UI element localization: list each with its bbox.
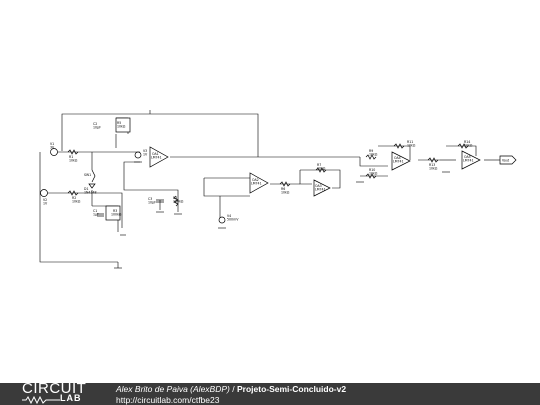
components	[40, 117, 517, 224]
v3-ref: V3	[143, 149, 147, 153]
r4-resistor[interactable]	[173, 195, 179, 207]
r4-ref: R4	[173, 196, 177, 200]
logo-word: CIRCUIT	[22, 380, 87, 397]
sw1-ref: SW1	[84, 173, 91, 177]
v4-ref: V4	[227, 214, 231, 218]
r10-value: 10kΩ	[369, 172, 378, 176]
op3-ref: OA3	[315, 184, 322, 188]
r4-value: 100kΩ	[173, 200, 184, 204]
r13-resistor[interactable]	[427, 157, 439, 163]
r6-value: 10kΩ	[281, 191, 290, 195]
logo-wave-icon	[22, 396, 60, 404]
schematic-canvas[interactable]: V1 3V V2 1V R1 10kΩ R2 10kΩ SW1 D1 1N414…	[0, 0, 540, 383]
c3-value: 10pF	[148, 201, 156, 205]
output-terminal[interactable]	[499, 155, 517, 165]
op3-opamp[interactable]	[313, 179, 331, 197]
r3-resistor[interactable]	[105, 205, 121, 221]
r10-ref: R10	[369, 168, 375, 172]
op4-value: LM741	[393, 160, 404, 164]
v2-value: 1V	[43, 202, 48, 206]
op5-opamp[interactable]	[461, 150, 481, 170]
op1-ref: OA1	[152, 152, 159, 156]
d1-diode[interactable]	[88, 183, 96, 189]
r9-resistor[interactable]	[365, 154, 377, 160]
logo-sub: LAB	[60, 393, 82, 403]
r13-value: 10kΩ	[429, 167, 438, 171]
op1-opamp[interactable]	[149, 146, 169, 168]
r11-resistor[interactable]	[393, 143, 405, 149]
sw1-switch[interactable]	[91, 169, 96, 183]
r2-ref: R2	[72, 196, 76, 200]
op4-opamp[interactable]	[391, 151, 411, 171]
r3-ref: R3	[113, 209, 117, 213]
v1-value: 3V	[50, 146, 55, 150]
r10-resistor[interactable]	[365, 173, 377, 179]
wires	[39, 110, 500, 268]
v3-value: 1V	[143, 153, 148, 157]
v2-ref: V2	[43, 198, 47, 202]
r7-value: 10kΩ	[317, 167, 326, 171]
r7-ref: R7	[317, 163, 321, 167]
op2-opamp[interactable]	[249, 172, 269, 194]
c3-ref: C3	[148, 197, 152, 201]
r14-value: 10kΩ	[464, 144, 473, 148]
d1-ref: D1	[84, 187, 88, 191]
r6-ref: R6	[281, 187, 285, 191]
c2-ref: C2	[93, 122, 97, 126]
v1-ref: V1	[50, 142, 54, 146]
op2-value: LM741	[251, 182, 262, 186]
op3-value: LM741	[315, 188, 326, 192]
component-labels: V1 3V V2 1V R1 10kΩ R2 10kΩ SW1 D1 1N414…	[43, 121, 510, 222]
r9-value: 10kΩ	[369, 153, 378, 157]
footer-bar: CIRCUIT LAB Alex Brito de Paiva (AlexBDP…	[0, 381, 540, 405]
d1-value: 1N4148	[84, 191, 97, 195]
op4-ref: OA4	[394, 156, 401, 160]
r5-value: 10kΩ	[117, 125, 126, 129]
r1-resistor[interactable]	[67, 149, 79, 155]
v4-value: 500mV	[227, 218, 239, 222]
r1-value: 10kΩ	[69, 159, 78, 163]
r1-ref: R1	[69, 155, 73, 159]
r9-ref: R9	[369, 149, 373, 153]
c2-capacitor[interactable]	[115, 117, 131, 133]
c2-value: 10pF	[93, 126, 101, 130]
project-url[interactable]: http://circuitlab.com/ctfbe23	[116, 395, 220, 405]
r13-ref: R13	[429, 163, 435, 167]
r11-value: 10kΩ	[407, 144, 416, 148]
r11-ref: R11	[407, 140, 413, 144]
separator: /	[232, 384, 235, 394]
r2-value: 10kΩ	[72, 200, 81, 204]
r7-resistor[interactable]	[315, 167, 327, 173]
c1-ref: C1	[93, 209, 97, 213]
v3-source[interactable]	[134, 151, 142, 159]
r14-ref: R14	[464, 140, 470, 144]
r14-resistor[interactable]	[457, 143, 469, 149]
project-name[interactable]: Projeto-Semi-Concluido-v2	[236, 384, 347, 394]
op1-value: LM741	[151, 156, 162, 160]
v4-source[interactable]	[218, 216, 226, 224]
v1-source[interactable]	[50, 148, 58, 156]
v2-source[interactable]	[40, 189, 48, 197]
circuitlab-logo[interactable]: CIRCUIT LAB	[22, 381, 94, 405]
author-name[interactable]: Alex Brito de Paiva (AlexBDP)	[116, 384, 230, 394]
credit-line: Alex Brito de Paiva (AlexBDP) / Projeto-…	[116, 384, 346, 394]
op2-ref: OA2	[252, 178, 259, 182]
op5-ref: OA5	[464, 155, 471, 159]
op5-value: LM741	[463, 159, 474, 163]
c1-value: 1µF	[93, 213, 99, 217]
circuit-schematic: V1 3V V2 1V R1 10kΩ R2 10kΩ SW1 D1 1N414…	[39, 110, 517, 269]
output-label: Vout	[502, 158, 510, 162]
r2-resistor[interactable]	[67, 190, 79, 196]
r6-resistor[interactable]	[279, 181, 291, 187]
r3-value: 100kΩ	[111, 213, 122, 217]
r5-ref: R5	[117, 121, 121, 125]
grounds	[114, 161, 450, 269]
